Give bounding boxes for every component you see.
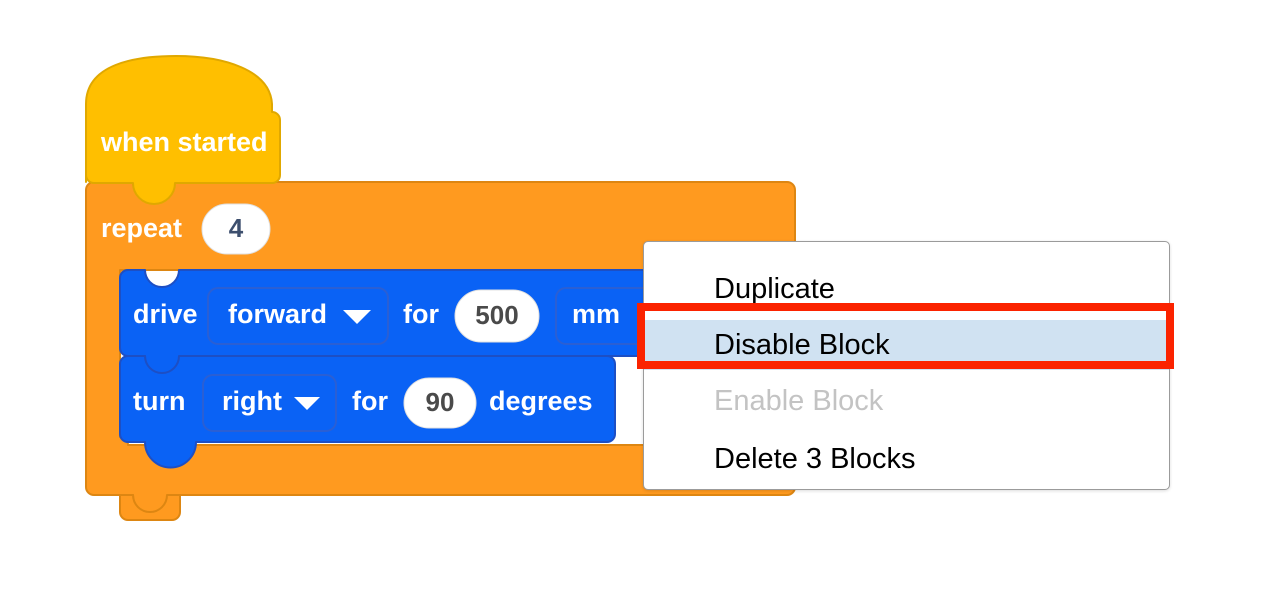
- turn-block[interactable]: turn right for 90 degrees: [119, 355, 616, 469]
- repeat-count-field[interactable]: 4: [201, 203, 271, 255]
- menu-item-delete-blocks[interactable]: Delete 3 Blocks: [714, 443, 916, 475]
- drive-distance-field[interactable]: 500: [454, 289, 540, 343]
- drive-direction-value: forward: [228, 299, 327, 329]
- when-started-label: when started: [100, 127, 268, 157]
- chevron-down-icon: [294, 397, 320, 410]
- block-context-menu[interactable]: Duplicate Disable Block Enable Block Del…: [643, 241, 1170, 490]
- turn-direction-dropdown[interactable]: right: [202, 374, 337, 432]
- turn-direction-value: right: [222, 386, 282, 416]
- context-menu-list: Duplicate Disable Block Enable Block Del…: [644, 242, 1169, 484]
- turn-for-label: for: [352, 386, 388, 416]
- drive-for-label: for: [403, 299, 439, 329]
- drive-direction-dropdown[interactable]: forward: [207, 287, 389, 345]
- repeat-count-value: 4: [229, 213, 244, 243]
- menu-item-duplicate[interactable]: Duplicate: [714, 273, 835, 305]
- menu-item-disable-block[interactable]: Disable Block: [644, 320, 1169, 370]
- drive-unit-value: mm: [572, 299, 620, 329]
- turn-angle-value: 90: [426, 387, 455, 417]
- menu-item-enable-block: Enable Block: [714, 385, 884, 417]
- turn-unit-label: degrees: [489, 386, 593, 416]
- drive-label: drive: [133, 299, 198, 329]
- chevron-down-icon: [343, 310, 371, 324]
- turn-angle-field[interactable]: 90: [403, 377, 477, 429]
- turn-label: turn: [133, 386, 185, 416]
- when-started-block[interactable]: when started: [85, 55, 281, 205]
- repeat-label: repeat: [101, 213, 182, 243]
- drive-distance-value: 500: [475, 300, 518, 330]
